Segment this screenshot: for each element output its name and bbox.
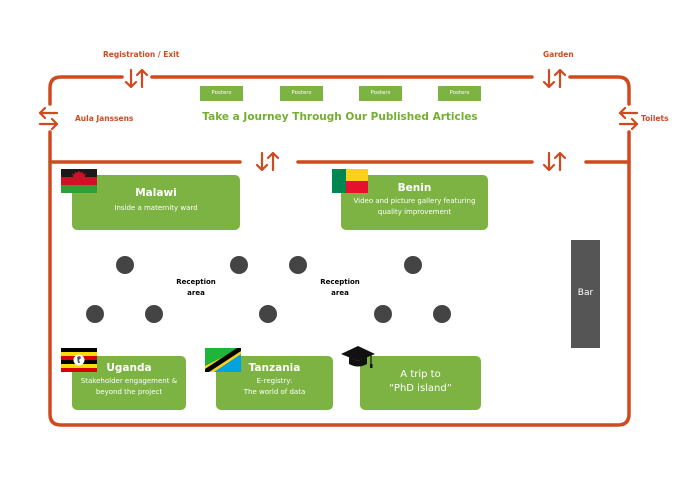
registration-label: Registration / Exit bbox=[103, 50, 180, 59]
up-down-arrows-icon bbox=[542, 151, 567, 172]
round-table bbox=[230, 256, 248, 274]
poster-box: Posters bbox=[200, 86, 243, 101]
graduation-cap-icon bbox=[341, 346, 375, 368]
card-tanzania: Tanzania E-registry: The world of data bbox=[216, 356, 333, 410]
card-subtitle: E-registry: bbox=[256, 377, 293, 385]
card-title: Uganda bbox=[106, 362, 152, 374]
card-title: Tanzania bbox=[248, 362, 301, 374]
page-title: Take a Journey Through Our Published Art… bbox=[202, 111, 478, 123]
uganda-flag-icon bbox=[61, 348, 97, 372]
up-down-arrows-icon bbox=[255, 151, 280, 172]
card-title: Malawi bbox=[135, 187, 177, 199]
reception-label-line: Reception bbox=[176, 278, 216, 286]
card-subtitle: The world of data bbox=[243, 388, 306, 396]
reception-label-line: area bbox=[331, 289, 349, 297]
round-table bbox=[116, 256, 134, 274]
bar-counter: Bar bbox=[571, 240, 600, 348]
up-down-arrows-icon bbox=[124, 68, 149, 89]
reception-area-label: Reception area bbox=[166, 277, 226, 299]
round-table bbox=[404, 256, 422, 274]
reception-label-line: Reception bbox=[320, 278, 360, 286]
card-malawi: Malawi Inside a maternity ward bbox=[72, 175, 240, 230]
left-right-arrows-icon bbox=[618, 106, 639, 131]
card-title: A trip to bbox=[400, 369, 441, 380]
round-table bbox=[259, 305, 277, 323]
tanzania-flag-icon bbox=[205, 348, 241, 372]
card-subtitle: “PhD island” bbox=[389, 383, 452, 394]
left-right-arrows-icon bbox=[38, 106, 59, 131]
toilets-label: Toilets bbox=[641, 114, 669, 123]
card-subtitle: Video and picture gallery featuring bbox=[353, 197, 476, 205]
round-table bbox=[86, 305, 104, 323]
card-subtitle: Inside a maternity ward bbox=[114, 204, 198, 212]
card-subtitle: beyond the project bbox=[95, 388, 163, 396]
round-table bbox=[374, 305, 392, 323]
reception-label-line: area bbox=[187, 289, 205, 297]
poster-box: Posters bbox=[359, 86, 402, 101]
card-subtitle: quality improvement bbox=[377, 208, 452, 216]
round-table bbox=[433, 305, 451, 323]
benin-flag-icon bbox=[332, 169, 368, 193]
card-subtitle: Stakeholder engagement & bbox=[80, 377, 178, 385]
up-down-arrows-icon bbox=[542, 68, 567, 89]
malawi-flag-icon bbox=[61, 169, 97, 193]
garden-label: Garden bbox=[543, 50, 574, 59]
card-phd-island: A trip to “PhD island” bbox=[360, 356, 481, 410]
reception-area-label: Reception area bbox=[310, 277, 370, 299]
poster-box: Posters bbox=[438, 86, 481, 101]
card-title: Benin bbox=[397, 182, 432, 194]
aula-label: Aula Janssens bbox=[75, 114, 134, 123]
poster-box: Posters bbox=[280, 86, 323, 101]
round-table bbox=[289, 256, 307, 274]
round-table bbox=[145, 305, 163, 323]
